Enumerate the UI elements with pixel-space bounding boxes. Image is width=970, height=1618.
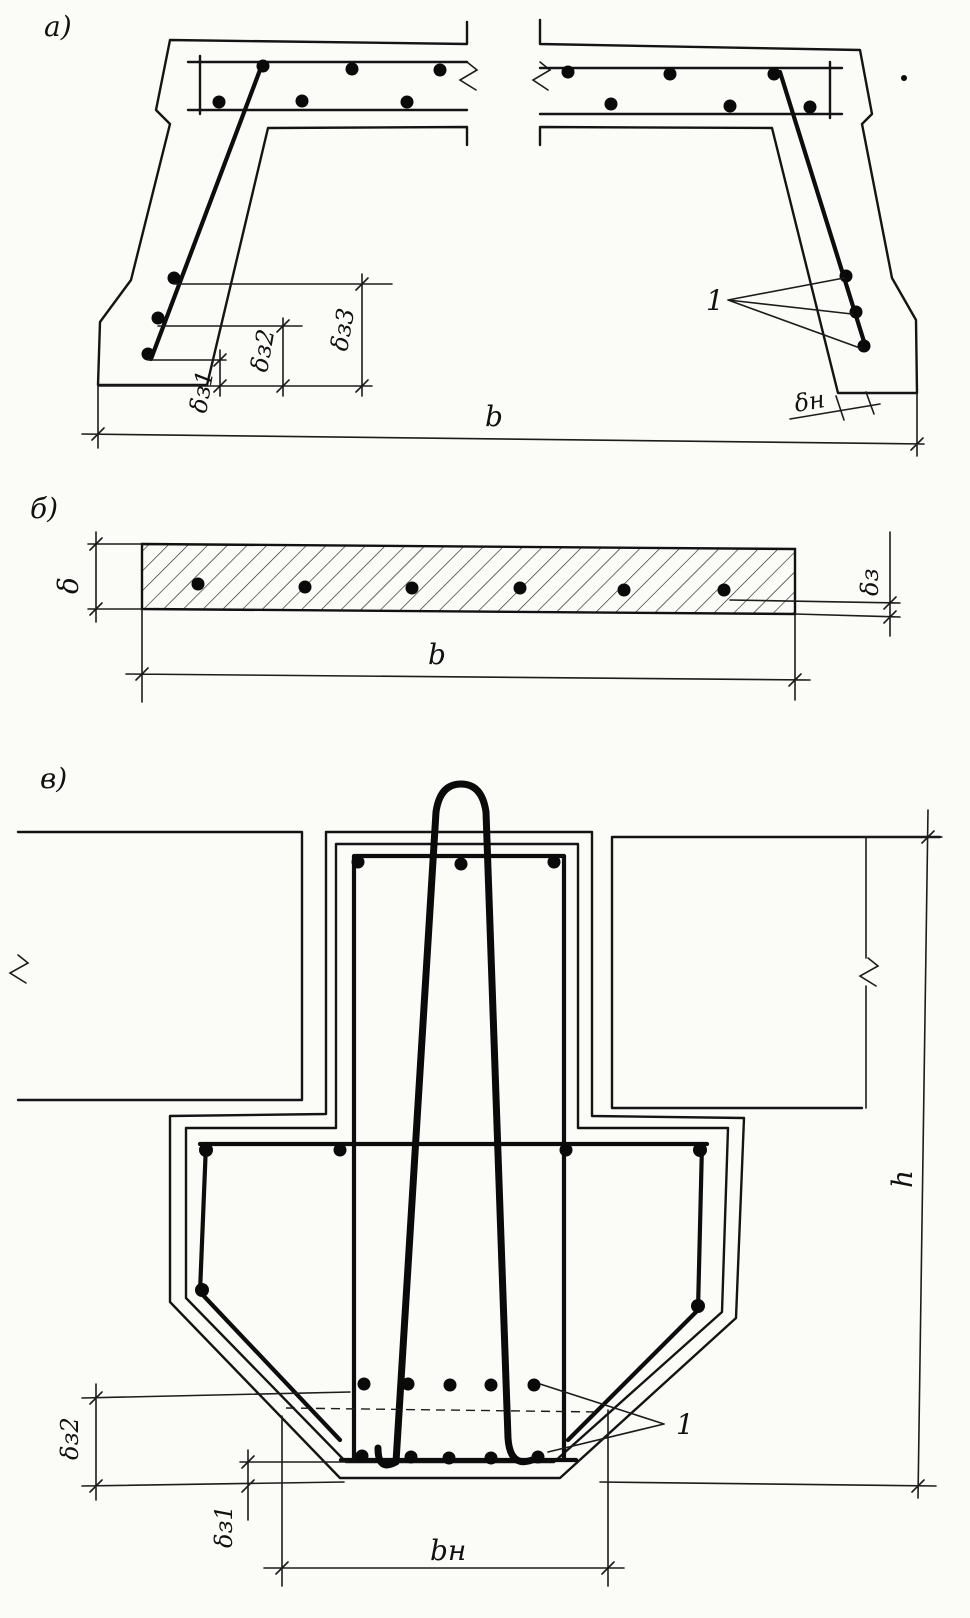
panel-c-width-dimension	[263, 1409, 625, 1587]
rebar	[513, 581, 527, 595]
panel-c-right-slab	[610, 835, 942, 1110]
panel-c-width-label: bн	[430, 1534, 466, 1567]
panel-b-width-dimension	[125, 608, 811, 703]
rebar	[191, 577, 205, 591]
panel-a-left-outline	[96, 20, 469, 387]
panel-c-right-break	[858, 836, 880, 1109]
rebar	[298, 580, 312, 594]
rebar	[527, 1378, 541, 1392]
panel-a-callout-label: 1	[706, 284, 724, 317]
rebar	[663, 67, 677, 81]
rebar	[401, 1377, 415, 1391]
panel-c-label: в)	[40, 762, 67, 795]
panel-a-cover-1-label: δз1	[184, 368, 219, 415]
rebar	[857, 339, 871, 353]
rebar	[212, 95, 226, 109]
rebar	[604, 97, 618, 111]
panel-c-left-slab	[16, 830, 304, 1102]
rebar	[617, 583, 631, 597]
panel-a-right-outline	[538, 18, 919, 395]
rebar	[442, 1451, 456, 1465]
panel-a-cover-extensions	[97, 273, 393, 397]
panel-a-side-cover-label: δн	[792, 385, 827, 418]
panel-a-right-stirrup	[777, 69, 869, 351]
panel-b-slab	[140, 542, 797, 616]
rebar	[561, 65, 575, 79]
rebar	[559, 1143, 573, 1157]
rebar	[547, 855, 561, 869]
rebar	[693, 1143, 707, 1157]
rebar	[484, 1451, 498, 1465]
rebar	[199, 1143, 213, 1157]
rebar	[141, 347, 155, 361]
panel-c-height-dimension	[599, 809, 943, 1499]
panel-c-cover-line	[184, 842, 730, 1464]
panel-b-label: б)	[30, 492, 58, 525]
rebar	[151, 311, 165, 325]
rebar	[839, 269, 853, 283]
rebar	[167, 271, 181, 285]
panel-b: б) δ δз b	[30, 492, 901, 703]
rebar	[256, 59, 270, 73]
panel-a-label: а)	[44, 10, 72, 43]
rebar	[405, 581, 419, 595]
rebar	[295, 94, 309, 108]
panel-b-thickness-label: δ	[52, 577, 85, 594]
rebar	[195, 1283, 209, 1297]
panel-c-cover-2-label: δз2	[56, 1417, 84, 1460]
rebar	[849, 305, 863, 319]
panel-c-callout-label: 1	[676, 1408, 694, 1441]
panel-b-rebars	[191, 577, 731, 597]
panel-c-hairpin-loop	[374, 780, 536, 1469]
panel-c-beam-outline	[168, 830, 746, 1480]
rebar	[723, 99, 737, 113]
rebar	[484, 1378, 498, 1392]
rebar	[717, 583, 731, 597]
rebar	[351, 855, 365, 869]
panel-c-height-label: h	[886, 1170, 919, 1188]
rebar	[357, 1377, 371, 1391]
panel-a-width-label: b	[485, 400, 503, 433]
rebar	[355, 1449, 369, 1463]
panel-a-break-left	[458, 61, 479, 91]
panel-c-rebars	[195, 855, 707, 1465]
rebar	[345, 62, 359, 76]
panel-c-callout-leaders	[539, 1383, 665, 1453]
rebar	[803, 100, 817, 114]
rebar	[443, 1378, 457, 1392]
panel-a-left-cage	[186, 54, 469, 116]
panel-c: в)	[8, 762, 943, 1587]
panel-c-left-break	[8, 954, 30, 984]
panel-c-dashed-line	[285, 1407, 601, 1413]
panel-a-break-right	[531, 61, 552, 91]
panel-b-cover-label: δз	[856, 568, 884, 596]
panel-a-cover-2-label: δз2	[245, 327, 280, 374]
speck	[901, 75, 907, 81]
panel-c-web-stirrup	[338, 853, 579, 1463]
rebar	[454, 857, 468, 871]
panel-a: а)	[44, 10, 925, 457]
panel-b-cover-dimension	[729, 531, 901, 637]
panel-b-width-label: b	[428, 638, 446, 671]
rebar	[433, 63, 447, 77]
panel-a-callout-leaders	[727, 277, 861, 349]
panel-a-left-stirrup	[148, 59, 266, 362]
rebar	[404, 1450, 418, 1464]
panel-a-width-dimension	[81, 384, 925, 457]
panel-a-cover-3-label: δз3	[325, 306, 360, 353]
rebar	[691, 1299, 705, 1313]
panel-c-cover-1-label: δз1	[210, 1505, 238, 1548]
panel-b-thickness-dimension	[87, 531, 143, 623]
rebar	[767, 67, 781, 81]
panel-a-side-cover-dimension	[789, 391, 881, 421]
panel-a-rebars	[141, 59, 907, 361]
rebar	[531, 1450, 545, 1464]
rebar	[400, 95, 414, 109]
panel-c-cover-dimensions	[81, 1383, 351, 1521]
rebar	[333, 1143, 347, 1157]
panel-a-right-cage	[538, 60, 844, 120]
